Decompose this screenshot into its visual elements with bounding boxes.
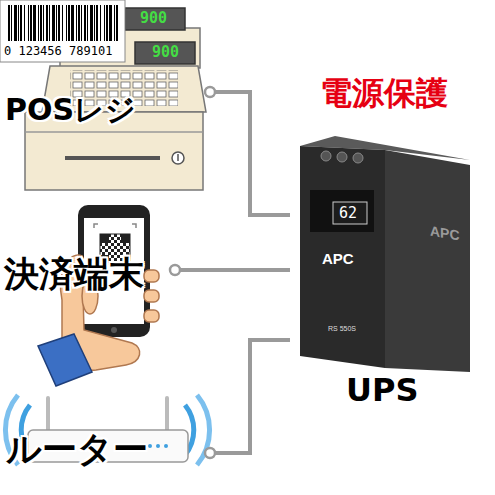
power-cable-group	[205, 340, 290, 458]
power-cable	[205, 340, 290, 453]
power-cable	[170, 268, 290, 272]
device-label: 決済端末	[4, 255, 144, 294]
device-node: 決済端末	[0, 195, 170, 385]
device-node: UPS	[290, 135, 470, 415]
plug-dot	[170, 265, 180, 275]
heading: 電源保護	[320, 76, 448, 111]
plug-dot	[205, 87, 215, 97]
payment-terminal	[38, 205, 159, 386]
device-node: ルーター	[0, 385, 205, 490]
display-reading: 900	[152, 45, 179, 60]
device-label: ルーター	[6, 430, 148, 469]
ups-unit	[300, 136, 470, 372]
brand-logo: APC	[322, 251, 354, 266]
power-cable	[205, 92, 290, 215]
barcode-number: 0 123456 789101	[4, 45, 112, 57]
device-label: POSレジ	[5, 93, 136, 126]
plug-dot	[205, 448, 215, 458]
display-reading: 900	[140, 11, 167, 26]
ups-display: 62	[339, 206, 357, 221]
device-node: POSレジ	[0, 0, 205, 190]
model-name: RS 550S	[328, 325, 356, 332]
device-label: UPS	[346, 373, 418, 408]
power-cable-group	[205, 87, 290, 215]
power-cable-group	[170, 265, 290, 275]
barcode	[0, 0, 125, 62]
